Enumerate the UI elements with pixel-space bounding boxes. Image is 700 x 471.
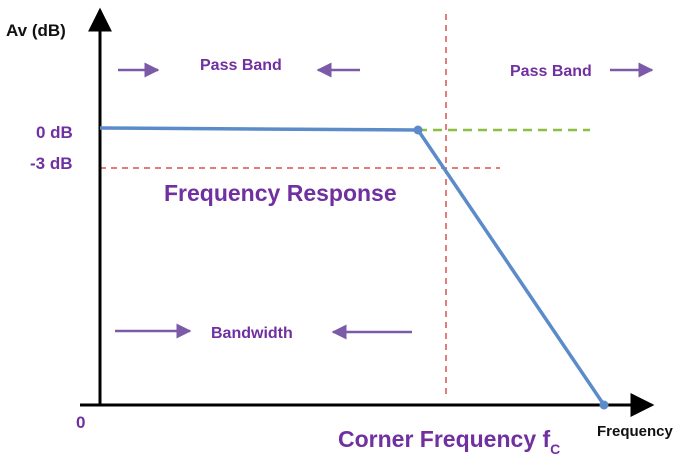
pass-band-right-label: Pass Band: [510, 63, 592, 80]
end-point: [599, 400, 609, 410]
corner-frequency-subscript: C: [550, 441, 560, 457]
bandwidth-label: Bandwidth: [211, 325, 293, 342]
x-axis-label: Frequency: [597, 423, 674, 440]
frequency-response-curve: [99, 126, 606, 406]
pass-band-left-label: Pass Band: [200, 57, 282, 74]
chart-title: Frequency Response: [164, 180, 397, 206]
corner-frequency-label: Corner Frequency fC: [338, 426, 560, 457]
y-axis-label: Av (dB): [6, 21, 66, 40]
corner-frequency-text: Corner Frequency f: [338, 426, 550, 452]
knee-point: [413, 125, 423, 135]
zero-db-label: 0 dB: [36, 123, 73, 142]
origin-label: 0: [76, 413, 85, 432]
minus-3db-label: -3 dB: [30, 154, 73, 173]
